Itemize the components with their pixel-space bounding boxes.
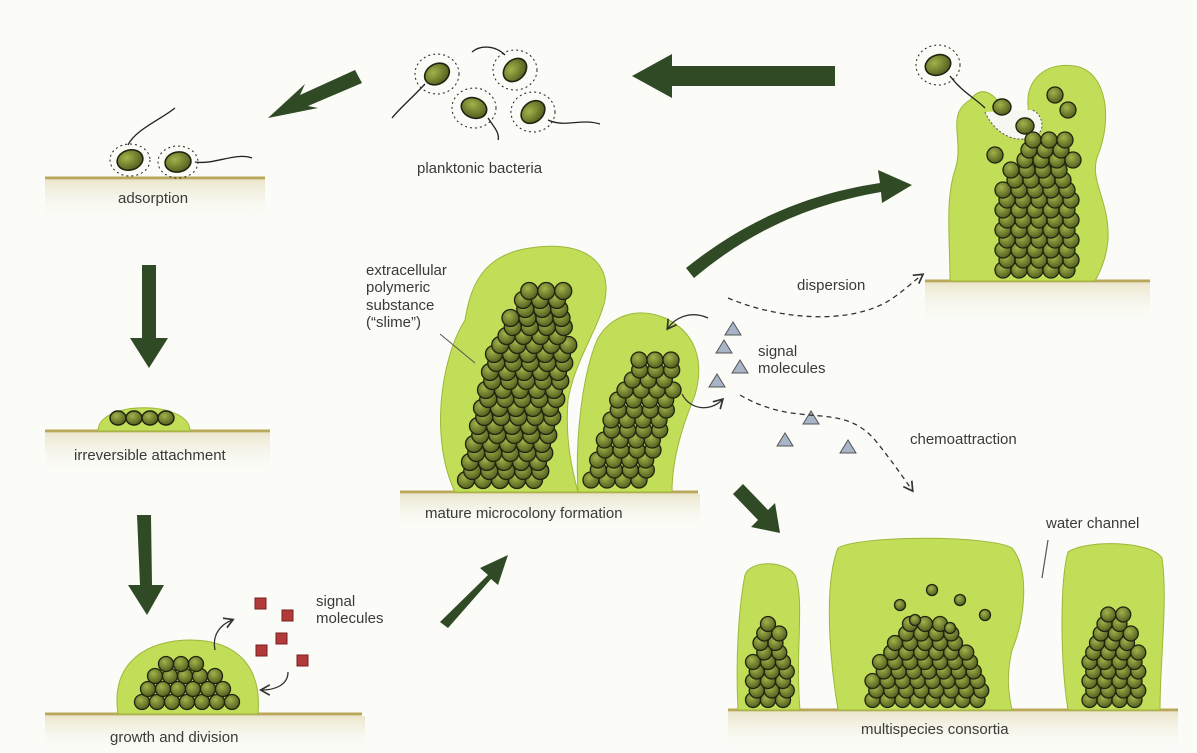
signal-triangle-5 bbox=[803, 411, 819, 424]
signal-square-5 bbox=[297, 655, 308, 666]
eps-label-line3: substance bbox=[366, 297, 447, 314]
consortia-cell bbox=[945, 623, 956, 634]
consortia-cell bbox=[1116, 607, 1131, 622]
irreversible-stage bbox=[98, 408, 190, 431]
dispersal-stage bbox=[916, 45, 1108, 281]
signal-square-1 bbox=[255, 598, 266, 609]
planktonic-bacteria bbox=[392, 47, 600, 140]
mature-cell bbox=[502, 310, 519, 327]
growth-cell bbox=[208, 669, 223, 684]
mature-cell bbox=[647, 352, 663, 368]
arrow-to-dispersal bbox=[686, 170, 912, 278]
signal-triangle-2 bbox=[716, 340, 732, 353]
signal-label-2-line2: molecules bbox=[758, 360, 826, 377]
mature-cell bbox=[631, 352, 647, 368]
signal-label-1-line2: molecules bbox=[316, 610, 384, 627]
signal-in-arrow bbox=[262, 672, 288, 690]
dispersal-cell bbox=[1047, 87, 1063, 103]
consortia-cell bbox=[955, 595, 966, 606]
signal-square-2 bbox=[282, 610, 293, 621]
signal-square-4 bbox=[256, 645, 267, 656]
chemoattraction-label: chemoattraction bbox=[910, 431, 1017, 448]
arrow-to-planktonic bbox=[632, 54, 835, 98]
dispersal-cell bbox=[987, 147, 1003, 163]
signal-label-2-line1: signal bbox=[758, 343, 826, 360]
eps-label-line2: polymeric bbox=[366, 279, 447, 296]
mature-cell bbox=[555, 283, 572, 300]
planktonic-cell-2 bbox=[472, 47, 537, 90]
dispersal-cell bbox=[1060, 102, 1076, 118]
consortia-cell bbox=[980, 610, 991, 621]
eps-label: extracellular polymeric substance (“slim… bbox=[366, 262, 447, 331]
arrow-to-irreversible bbox=[130, 265, 168, 368]
signal-triangle-6 bbox=[777, 433, 793, 446]
signal-triangle-7 bbox=[840, 440, 856, 453]
mature-microcolony-label: mature microcolony formation bbox=[425, 505, 623, 522]
mature-cell bbox=[521, 283, 538, 300]
arrow-to-mature bbox=[440, 555, 508, 628]
growth-cell bbox=[148, 669, 163, 684]
signal-square-3 bbox=[276, 633, 287, 644]
growth-stage bbox=[117, 598, 308, 714]
consortia-cell bbox=[895, 600, 906, 611]
signal-triangle-3 bbox=[732, 360, 748, 373]
mature-cell bbox=[538, 283, 555, 300]
signal-triangles bbox=[709, 322, 856, 453]
mature-stage bbox=[440, 246, 722, 492]
signal-triangle-4 bbox=[709, 374, 725, 387]
escaping-cell bbox=[922, 51, 953, 79]
multispecies-consortia-label: multispecies consortia bbox=[861, 721, 1009, 738]
signal-triangle-1 bbox=[725, 322, 741, 335]
multispecies-stage bbox=[737, 538, 1164, 710]
arrow-to-multispecies bbox=[733, 484, 780, 533]
consortia-cell bbox=[761, 617, 776, 632]
planktonic-bacteria-label: planktonic bacteria bbox=[417, 160, 542, 177]
adsorption-label: adsorption bbox=[118, 190, 188, 207]
mature-cell bbox=[663, 352, 679, 368]
consortia-cell bbox=[1101, 607, 1116, 622]
dispersion-label: dispersion bbox=[797, 277, 865, 294]
growth-cell bbox=[174, 657, 189, 672]
arrow-to-growth bbox=[128, 515, 164, 615]
growth-cell bbox=[159, 657, 174, 672]
growth-cell bbox=[216, 682, 231, 697]
signal-label-1-line1: signal bbox=[316, 593, 384, 610]
planktonic-cell-4 bbox=[511, 92, 600, 132]
dispersal-cell bbox=[1003, 162, 1019, 178]
chemoattraction-dashed-path bbox=[740, 395, 912, 490]
adsorption-stage bbox=[110, 108, 252, 178]
adsorbed-cell-2 bbox=[163, 150, 192, 174]
consortia-cell bbox=[927, 585, 938, 596]
dispersal-cell bbox=[1057, 132, 1073, 148]
dispersal-cell bbox=[1041, 132, 1057, 148]
growth-cell bbox=[225, 695, 240, 710]
irreversible-attachment-label: irreversible attachment bbox=[74, 447, 226, 464]
signal-molecules-label-1: signal molecules bbox=[316, 593, 384, 628]
growth-and-division-label: growth and division bbox=[110, 729, 238, 746]
adsorbed-cell-1 bbox=[115, 147, 145, 173]
water-channel-label: water channel bbox=[1046, 515, 1139, 532]
surface-shadow-dispersal bbox=[925, 283, 1150, 323]
arrow-to-adsorption bbox=[268, 70, 362, 118]
water-channel-pointer bbox=[1042, 540, 1048, 578]
planktonic-cell-1 bbox=[392, 54, 459, 118]
planktonic-cell-3 bbox=[452, 88, 498, 140]
eps-label-line4: (“slime”) bbox=[366, 314, 447, 331]
signal-molecules-label-2: signal molecules bbox=[758, 343, 826, 378]
consortia-cell bbox=[910, 615, 921, 626]
growth-cell bbox=[189, 657, 204, 672]
eps-label-line1: extracellular bbox=[366, 262, 447, 279]
